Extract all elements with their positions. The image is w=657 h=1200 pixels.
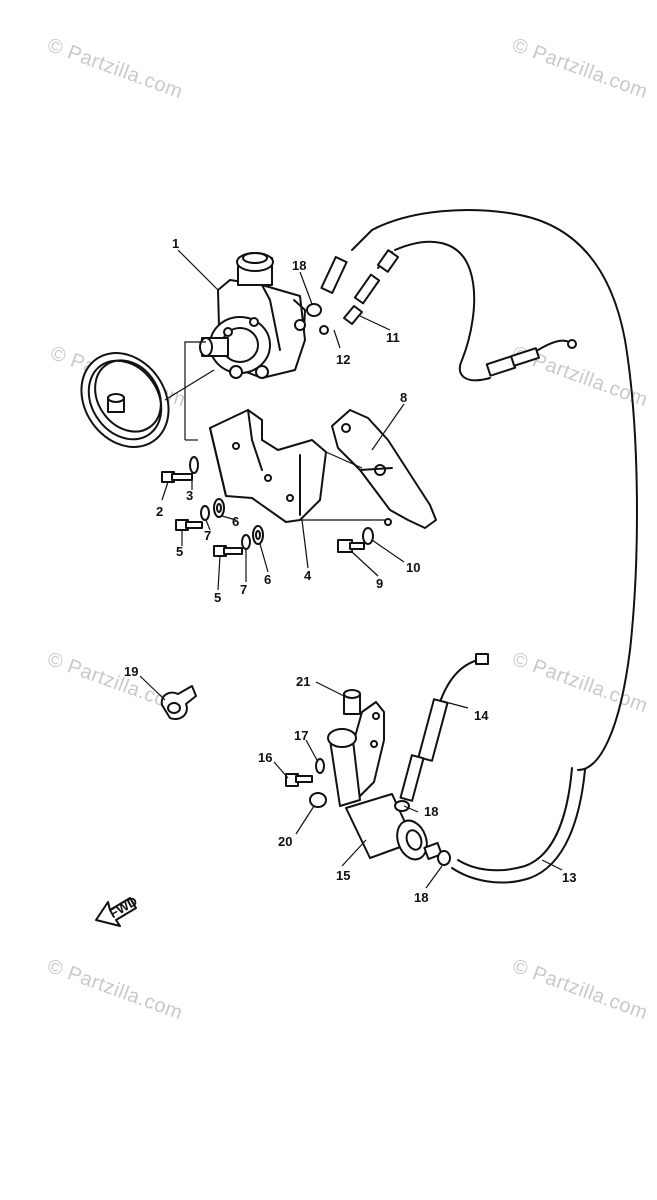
callout-15: 15	[336, 868, 350, 883]
steering-cylinder-15[interactable]	[327, 701, 443, 864]
washer-3[interactable]	[189, 456, 199, 474]
callout-18c: 18	[414, 890, 428, 905]
callout-11: 11	[386, 330, 400, 345]
callout-17: 17	[294, 728, 308, 743]
pump-bracket-4[interactable]	[209, 409, 327, 523]
washer-6a[interactable]	[213, 498, 225, 518]
callout-6b: 6	[264, 572, 271, 587]
bolt-9[interactable]	[337, 539, 365, 553]
callout-16: 16	[258, 750, 272, 765]
callout-7a: 7	[204, 528, 211, 543]
cap-21[interactable]	[343, 689, 361, 715]
bolt-2[interactable]	[161, 471, 193, 483]
callout-8: 8	[400, 390, 407, 405]
pressure-hose-14[interactable]	[394, 653, 489, 812]
washer-10[interactable]	[362, 527, 374, 545]
callout-18a: 18	[292, 258, 306, 273]
callout-5b: 5	[214, 590, 221, 605]
fwd-label: FWD	[107, 893, 140, 921]
callout-21: 21	[296, 674, 310, 689]
washer-7b[interactable]	[241, 534, 251, 550]
hose-clip-19[interactable]	[160, 685, 197, 720]
callout-18b: 18	[424, 804, 438, 819]
callout-10: 10	[406, 560, 420, 575]
clamp-18-bottom[interactable]	[437, 850, 451, 866]
callout-4: 4	[304, 568, 312, 583]
clamp-18-top[interactable]	[306, 303, 322, 317]
callout-12: 12	[336, 352, 350, 367]
pulley[interactable]	[64, 336, 187, 464]
callout-6a: 6	[232, 514, 239, 529]
callout-7b: 7	[240, 582, 247, 597]
power-steering-pump-1[interactable]	[199, 252, 306, 379]
stay-bracket-8[interactable]	[331, 409, 437, 529]
bolt-16[interactable]	[285, 773, 313, 787]
callout-2: 2	[156, 504, 163, 519]
bolt-5b[interactable]	[213, 545, 243, 557]
callout-5a: 5	[176, 544, 183, 559]
o-ring-12[interactable]	[319, 325, 329, 335]
plug-20[interactable]	[309, 792, 327, 808]
callout-9: 9	[376, 576, 383, 591]
callout-3: 3	[186, 488, 193, 503]
callout-19: 19	[124, 664, 138, 679]
callout-20: 20	[278, 834, 292, 849]
washer-17[interactable]	[315, 758, 325, 774]
washer-6b[interactable]	[252, 525, 264, 545]
return-hose-13[interactable]	[351, 209, 638, 884]
pressure-hose-11[interactable]	[320, 249, 577, 377]
callout-13: 13	[562, 870, 576, 885]
bolt-5a[interactable]	[175, 519, 203, 531]
callout-14: 14	[474, 708, 489, 723]
callout-1: 1	[172, 236, 179, 251]
forward-arrow-icon: FWD	[95, 893, 140, 927]
washer-7a[interactable]	[200, 505, 210, 521]
